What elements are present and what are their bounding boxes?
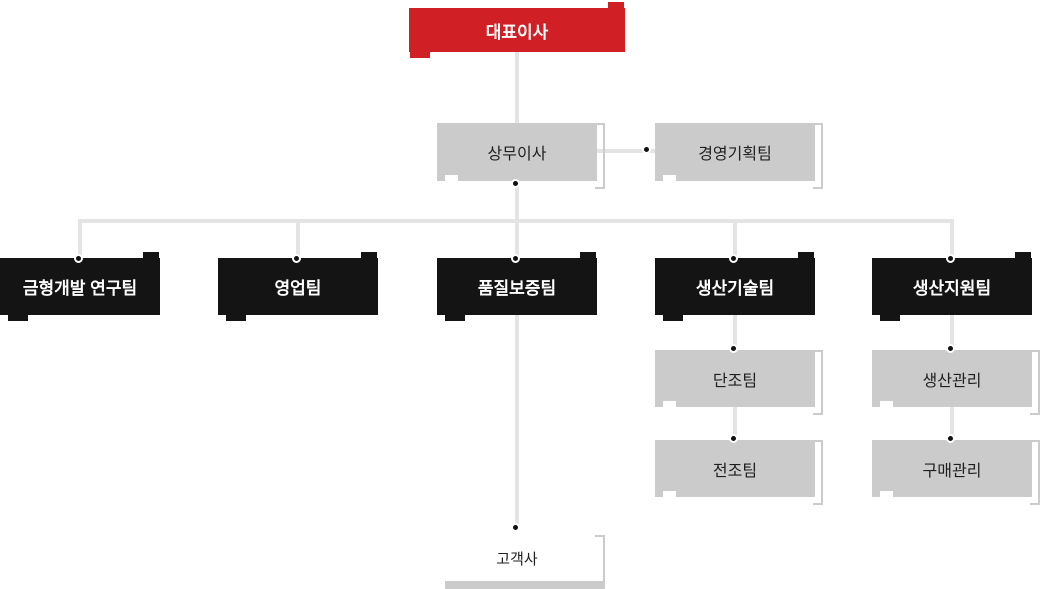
connector-dot-planning	[642, 145, 651, 154]
connector-dot-md	[511, 179, 520, 188]
connector-line-md-customer	[515, 179, 519, 531]
connector-stub-dept5	[950, 219, 954, 262]
connector-stub-dept1	[78, 219, 82, 262]
connector-line-ceo-md	[515, 52, 519, 125]
node-team-rolling: 전조팀	[655, 440, 823, 505]
connector-dot-dept3	[511, 254, 520, 263]
connector-dot-production-mgmt	[946, 344, 955, 353]
connector-dot-dept1	[74, 254, 83, 263]
connector-stub-dept2	[296, 219, 300, 262]
connector-dot-dept4	[729, 254, 738, 263]
node-dept-mold-research: 금형개발 연구팀	[0, 252, 160, 321]
connector-dot-rolling	[729, 434, 738, 443]
connector-dot-purchasing-mgmt	[946, 434, 955, 443]
connector-dot-dept5	[946, 254, 955, 263]
connector-stub-dept4	[733, 219, 737, 262]
node-managing-director: 상무이사	[437, 123, 605, 189]
connector-line-main-horizontal	[80, 219, 954, 223]
node-planning-team: 경영기획팀	[655, 123, 823, 189]
connector-line-md-planning	[597, 149, 655, 153]
node-team-purchasing-mgmt: 구매관리	[872, 440, 1040, 505]
node-dept-production-tech: 생산기술팀	[655, 252, 815, 321]
node-ceo: 대표이사	[409, 2, 625, 58]
node-dept-quality-assurance: 품질보증팀	[437, 252, 597, 321]
node-dept-production-support: 생산지원팀	[872, 252, 1032, 321]
connector-dot-dept2	[292, 254, 301, 263]
connector-dot-forging	[729, 344, 738, 353]
node-dept-sales: 영업팀	[218, 252, 378, 321]
connector-dot-customer	[511, 523, 520, 532]
node-customer: 고객사	[437, 535, 605, 589]
node-team-forging: 단조팀	[655, 350, 823, 415]
node-team-production-mgmt: 생산관리	[872, 350, 1040, 415]
